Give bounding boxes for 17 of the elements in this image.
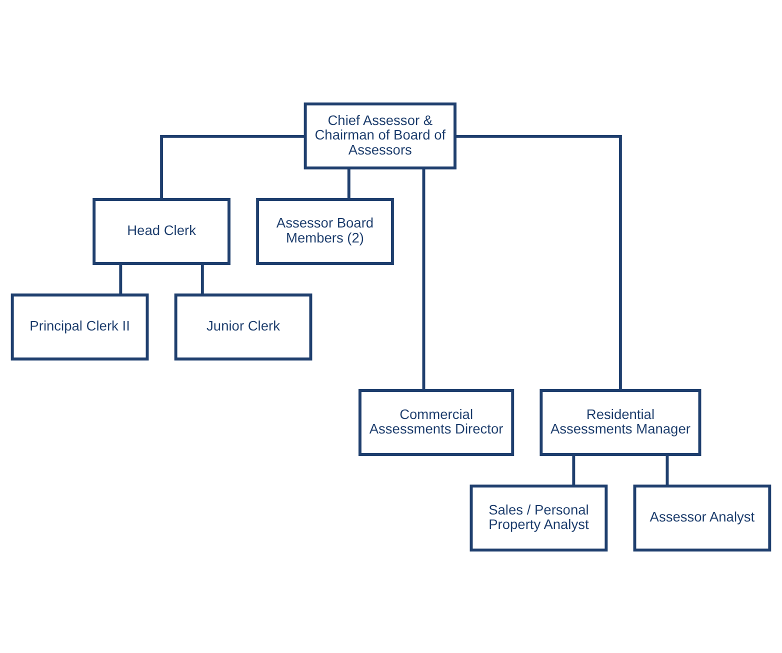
connector bbox=[666, 454, 669, 486]
node-box: Junior Clerk bbox=[174, 293, 312, 360]
node-box: Sales / Personal Property Analyst bbox=[470, 484, 608, 552]
connector bbox=[572, 454, 576, 486]
node-box: Commercial Assessments Director bbox=[358, 388, 514, 456]
connector bbox=[422, 167, 426, 390]
connector bbox=[200, 263, 204, 294]
node-box: Residential Assessments Manager bbox=[540, 388, 702, 456]
connector bbox=[160, 134, 306, 199]
node-box: Principal Clerk II bbox=[10, 293, 149, 360]
connector bbox=[119, 263, 122, 294]
node-box: Assessor Analyst bbox=[633, 484, 772, 552]
node-box: Assessor Board Members (2) bbox=[256, 197, 394, 264]
node-box: Chief Assessor & Chairman of Board of Assessors bbox=[304, 102, 456, 169]
connector bbox=[455, 134, 622, 390]
connector bbox=[347, 168, 350, 199]
node-box: Head Clerk bbox=[92, 197, 230, 264]
